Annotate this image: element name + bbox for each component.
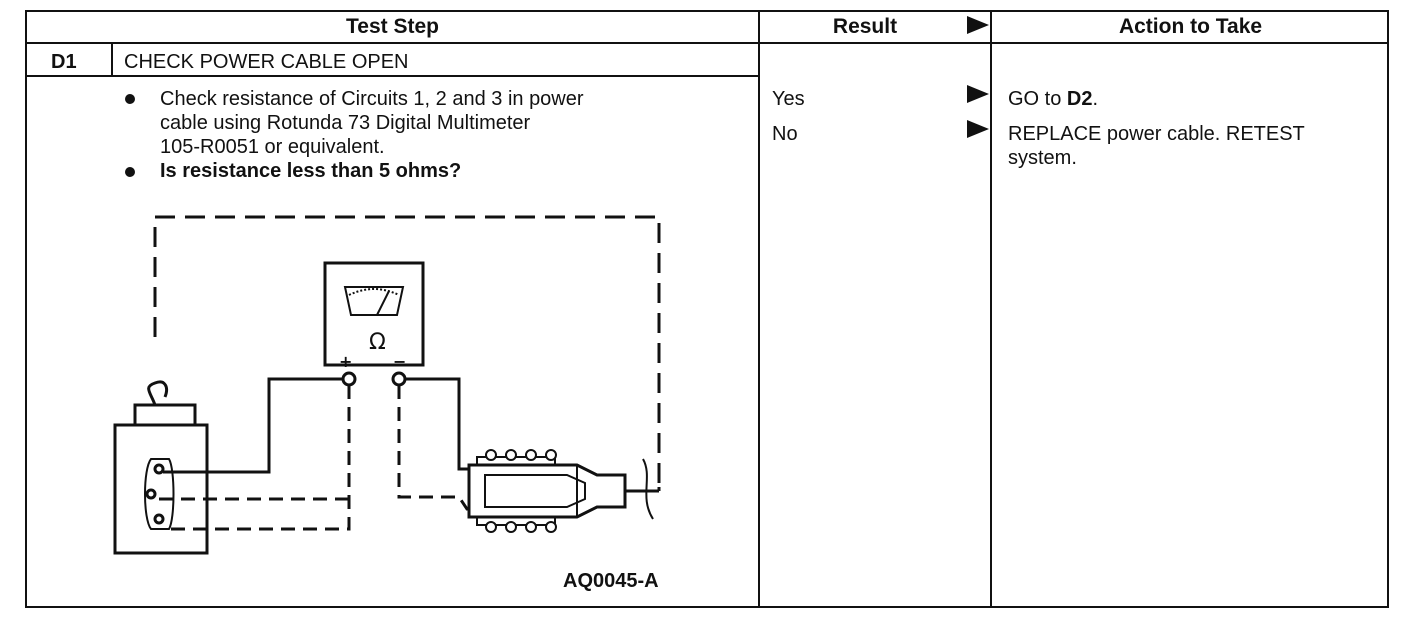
meter-scale-arc: [348, 288, 400, 296]
header-action: Action to Take: [1118, 15, 1263, 38]
divider-header: [27, 42, 1389, 44]
power-connector: [113, 423, 209, 555]
ohm-symbol: Ω: [369, 330, 386, 355]
outer-lead-wire: [153, 215, 661, 477]
resistance-test-diagram: Ω + − AQ0045-A: [113, 215, 661, 592]
positive-lead-wire: [163, 377, 343, 474]
divider-step-id: [111, 44, 113, 77]
circuit-3-path: [397, 385, 497, 511]
bullet-1-line-1: Check resistance of Circuits 1, 2 and 3 …: [160, 88, 584, 110]
action-no-line-2: system.: [1008, 147, 1077, 169]
negative-lead-wire: [405, 377, 499, 471]
result-yes: Yes: [772, 88, 805, 110]
plug-cap: [133, 403, 197, 425]
step-id: D1: [51, 51, 77, 73]
meter-scale-window: [343, 286, 405, 316]
bullet-1-line-2: cable using Rotunda 73 Digital Multimete…: [160, 112, 531, 134]
divider-step-title: [27, 75, 760, 77]
bullet-2-question: Is resistance less than 5 ohms?: [160, 160, 462, 182]
action-yes-ref: D2: [1066, 88, 1093, 110]
result-no: No: [772, 123, 798, 145]
connector-pin-3: [153, 513, 165, 525]
connector-pin-1: [153, 463, 165, 475]
plug-cable-end: [147, 380, 169, 406]
action-no-line-1: REPLACE power cable. RETEST: [1008, 123, 1305, 145]
action-yes-suffix: .: [1092, 88, 1099, 110]
meter-negative-terminal: [391, 371, 407, 387]
minus-label: −: [393, 352, 406, 371]
figure-id: AQ0045-A: [563, 570, 659, 592]
result-no-arrow-icon: [967, 120, 989, 138]
result-yes-arrow-icon: [967, 85, 989, 103]
test-step-table: Test Step Result Action to Take D1 CHECK…: [25, 10, 1389, 608]
bullet-dot-icon: [125, 167, 135, 177]
meter-positive-terminal: [341, 371, 357, 387]
plus-label: +: [339, 352, 352, 371]
connector-pin-2: [145, 488, 157, 500]
header-test-step: Test Step: [346, 15, 439, 38]
action-yes: GO to D2.: [1008, 87, 1098, 111]
cable-plug-body: [467, 463, 627, 519]
bullet-1-line-3: 105-R0051 or equivalent.: [160, 136, 385, 158]
step-title: CHECK POWER CABLE OPEN: [124, 51, 409, 73]
circuit-1-path: [163, 385, 351, 531]
action-yes-prefix: GO to: [1008, 88, 1067, 110]
meter-needle: [376, 290, 390, 316]
header-result: Result: [832, 15, 898, 38]
bullet-dot-icon: [125, 94, 135, 104]
divider-action-column: [990, 12, 992, 608]
cable-plug-inner: [484, 474, 586, 508]
divider-result-column: [758, 12, 760, 608]
header-arrow-icon: [967, 16, 989, 34]
cable-break: [642, 458, 654, 520]
